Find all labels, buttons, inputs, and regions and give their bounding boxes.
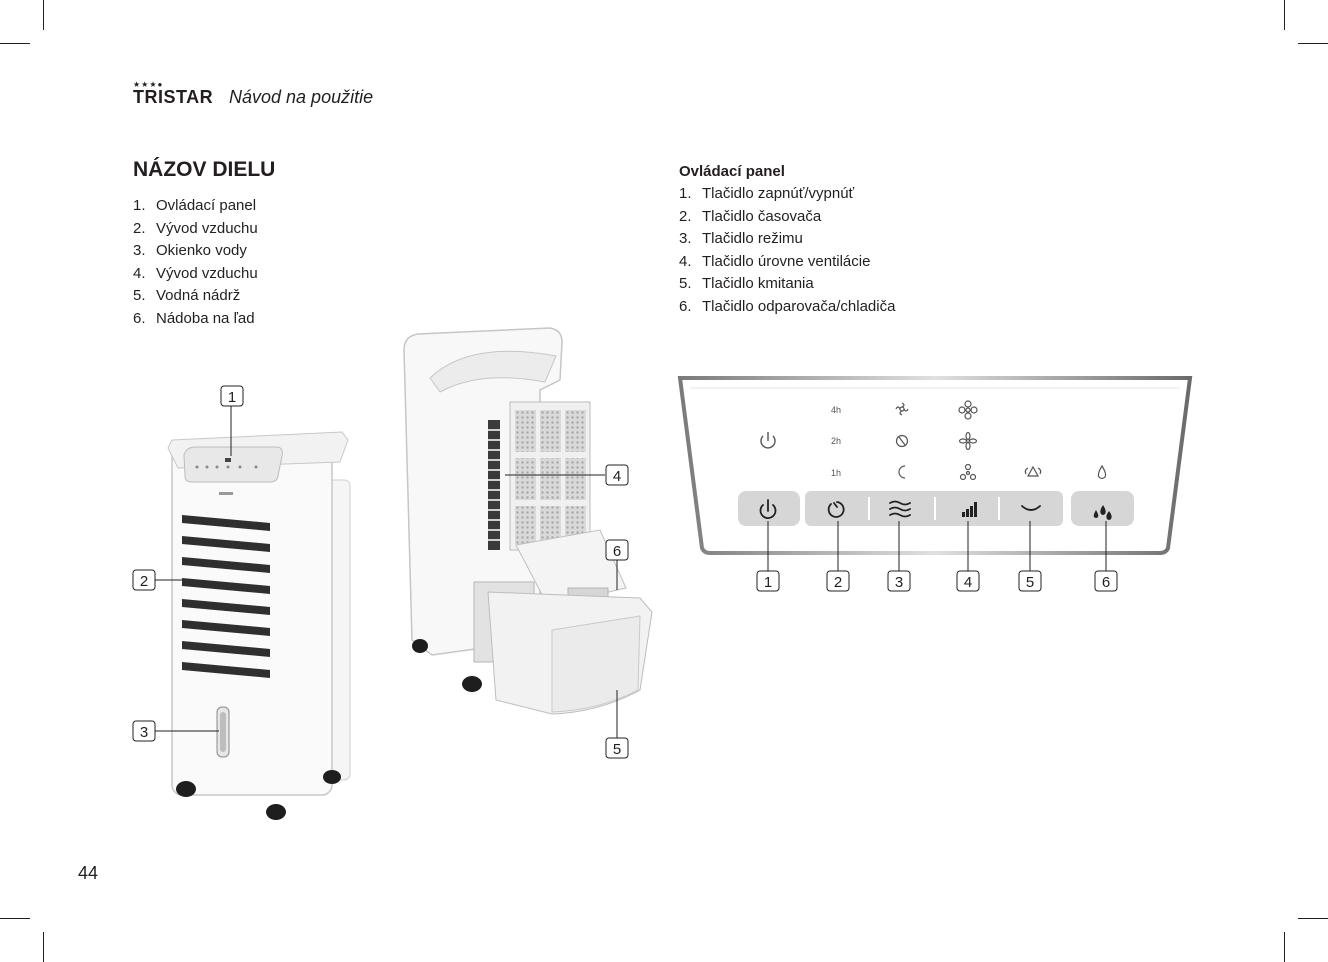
callout-label: 6 [1102,574,1110,591]
fan-high-icon [958,400,978,420]
callout-label: 5 [1026,574,1034,591]
parts-list: 1.Ovládací panel 2.Vývod vzduchu 3.Okien… [133,195,258,330]
section-title: NÁZOV DIELU [133,158,276,181]
fan-medium-icon [958,431,978,451]
list-item: 3.Tlačidlo režimu [679,230,803,247]
list-item: 6.Tlačidlo odparovača/chladiča [679,297,896,315]
list-item: 1.Ovládací panel [133,197,257,214]
callout-label: 3 [895,574,903,591]
fan-low-icon [959,463,977,481]
list-item: 3.Okienko vody [133,242,247,259]
mode-button[interactable] [871,493,933,524]
list-item: 5.Tlačidlo kmitania [679,275,814,292]
callout-label: 6 [613,543,621,560]
fan-speed-icon [962,502,977,517]
crop-mark [43,0,44,30]
list-item: 4.Vývod vzduchu [133,264,258,282]
crop-mark [1284,0,1285,30]
natural-wind-icon [895,402,909,416]
front-unit-illustration [167,431,351,820]
rear-filter-mesh [509,401,591,551]
callout-label: 1 [764,574,772,591]
callout-label: 4 [613,468,621,485]
list-item: 6.Nádoba na ľad [133,309,255,327]
power-button[interactable] [738,491,800,526]
callout-label: 2 [140,573,148,590]
normal-mode-icon [895,434,909,448]
fan-speed-button[interactable] [937,493,997,524]
timer-4h-label: 4h [831,405,841,415]
list-item: 5.Vodná nádrž [133,287,241,304]
brand-logo: ★★★● TRISTAR [133,81,223,107]
timer-2h-label: 2h [831,436,841,446]
timer-1h-label: 1h [831,468,841,478]
swing-indicator-icon [1024,465,1042,477]
front-control-panel [183,446,283,483]
water-drops-icon [1093,505,1112,520]
control-panel-title: Ovládací panel [679,163,785,180]
control-panel-list: 1.Tlačidlo zapnúť/vypnúť 2.Tlačidlo časo… [679,183,895,318]
crop-mark [1284,932,1285,962]
list-item: 2.Vývod vzduchu [133,219,258,237]
logo-stars: ★★★● [133,80,164,89]
page-number: 44 [78,863,99,883]
ice-container [515,529,627,607]
callout-label: 1 [228,389,236,406]
timer-button[interactable] [807,493,867,524]
swing-button[interactable] [1001,493,1061,524]
power-icon [759,504,777,519]
list-item: 2.Tlačidlo časovača [679,207,822,225]
control-panel-diagram: 4h 2h 1h [677,376,1193,555]
callout-label: 4 [964,574,972,591]
manual-title: Návod na použitie [229,87,374,107]
rear-unit-illustration [403,327,653,715]
crop-mark [1298,43,1328,44]
front-louvers [182,515,270,678]
list-item: 4.Tlačidlo úrovne ventilácie [679,252,871,270]
callout-label: 5 [613,741,621,758]
rear-air-vent [488,420,500,550]
crop-mark [0,43,30,44]
crop-mark [1298,918,1328,919]
page-header: ★★★● TRISTAR Návod na použitie [133,79,374,108]
sleep-mode-icon [898,465,906,479]
crop-mark [0,918,30,919]
timer-icon [827,501,845,518]
crop-mark [43,932,44,962]
power-indicator-icon [760,435,776,449]
swing-icon [1021,505,1041,511]
logo-wordmark: TRISTAR [133,87,214,107]
water-indicator-icon [1097,464,1107,480]
list-item: 1.Tlačidlo zapnúť/vypnúť [679,185,855,202]
mode-icon [889,500,911,518]
callout-label: 3 [140,724,148,741]
callout-label: 2 [834,574,842,591]
